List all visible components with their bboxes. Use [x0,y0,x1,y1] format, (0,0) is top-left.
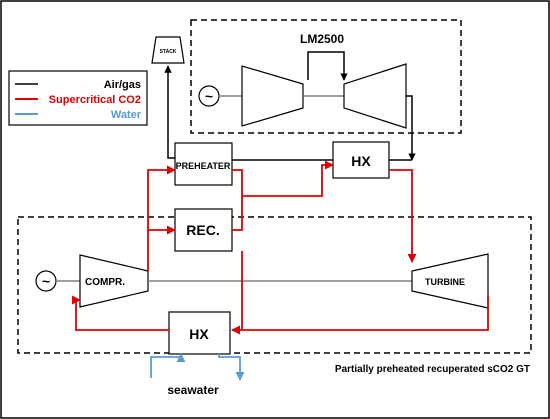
gt-combustor-flow [307,51,348,81]
exhaust-to-stack [164,65,175,159]
sco2-preheater-to-hx [232,160,334,197]
hx-top-label: HX [351,153,371,169]
sco2-compressor [79,254,149,308]
seawater-outlet [218,354,245,381]
sco2-rec-to-hx [232,196,243,231]
sco2-hx-to-turbine [389,169,417,263]
seawater-label: seawater [167,383,219,397]
recuperator-label: REC. [186,222,219,238]
compressor-label: COMPR. [85,277,125,288]
seawater-inlet [150,353,186,378]
hx-top [332,141,390,179]
seawater-lines [150,353,245,381]
sco2-comp-to-preheater [147,165,176,230]
legend: Air/gas Supercritical CO2 Water [8,70,148,126]
legend-label-air: Air/gas [104,79,141,91]
generator-bottom-symbol: ~ [42,273,50,289]
sco2-cooler-to-compressor [71,295,169,331]
legend-label-sco2: Supercritical CO2 [49,94,141,106]
turbine-label: TURBINE [425,277,465,287]
hx-bottom-label: HX [189,326,209,342]
sco2-turbine-exhaust [242,296,489,331]
lm2500-title: LM2500 [300,32,344,46]
sco2-flow-lines [71,160,489,335]
stack [151,36,185,64]
stack-label: STACK [160,49,177,55]
hx-bottom [168,311,231,355]
preheater-label: PREHEATER [176,161,231,171]
gt-exhaust-flow [406,95,416,161]
gt-compressor [241,65,304,127]
cycle-caption: Partially preheated recuperated sCO2 GT [335,364,530,375]
gt-turbine [343,63,407,129]
legend-label-water: Water [111,109,142,121]
sco2-gt-boundary [17,216,532,354]
lm2500-boundary [190,19,462,134]
generator-top-symbol: ~ [205,88,213,104]
preheater [174,142,233,186]
